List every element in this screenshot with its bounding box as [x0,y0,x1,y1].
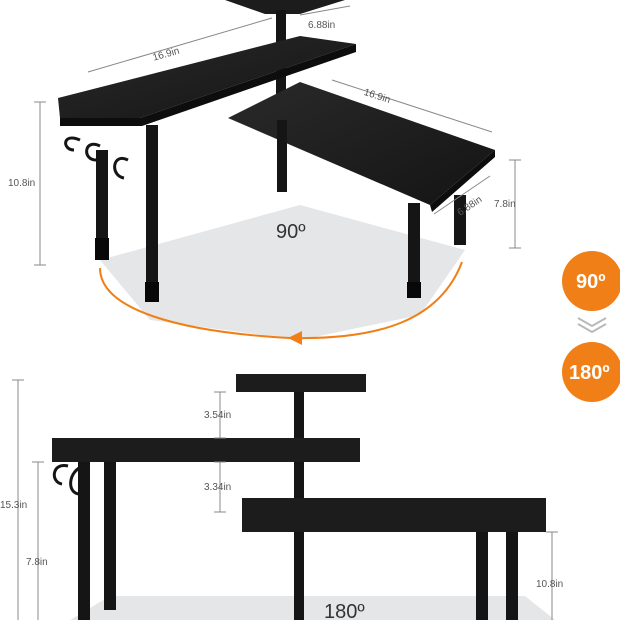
chevron-down-icon [577,317,607,334]
leg [78,462,90,620]
leg [408,203,420,293]
angle-label-90: 90º [276,221,306,243]
middle-shelf-180 [52,438,360,462]
dim-top-shelf-width: 6.88in [308,20,335,31]
floor-shadow-180 [70,596,555,620]
right-shelf-edge [430,150,495,212]
hooks-icon [64,136,129,180]
angle-label-180: 180º [324,601,365,620]
leg [146,125,158,290]
badge-180-label: 180º [569,362,610,384]
dim-right-shelf-length: 16.9in [362,87,391,106]
floor-shadow-90 [100,205,465,340]
dim-upper-gap: 3.54in [204,410,231,421]
left-shelf-90 [58,36,356,118]
dim-middle-gap: 3.34in [204,482,231,493]
leg [506,532,518,620]
badge-90-label: 90º [576,271,606,293]
badge-180 [562,342,620,402]
leg-foot [95,238,109,260]
dim-total-height-90: 10.8in [8,178,35,189]
leg [294,532,304,620]
top-corner-view: 6.88in 16.9in 16.9in 6.88in 10.8in 7.8in… [8,0,521,345]
dimension-lines-90 [34,5,521,266]
leg [454,195,466,245]
dim-right-height-180: 10.8in [536,579,563,590]
top-shelf-180 [236,374,366,392]
arrow-head-icon [288,331,302,345]
leg [277,120,287,192]
badge-90 [562,251,620,311]
leg-foot [145,282,159,302]
hooks-icon [52,464,85,496]
center-post-180 [294,392,304,562]
leg [96,150,108,260]
dimension-lines-180 [12,379,558,620]
leg-foot [407,282,421,298]
dim-left-shelf-length: 16.9in [152,46,181,64]
top-shelf-90 [225,0,345,14]
front-view: 3.54in 3.34in 15.3in 7.8in 10.8in 180º [0,374,563,620]
leg [104,462,116,610]
rotation-badges: 90º 180º [562,251,620,402]
right-shelf-90 [228,82,495,205]
dim-leg-height-90: 7.8in [494,199,516,210]
dim-leg-height-180: 7.8in [26,557,48,568]
dim-total-height-180: 15.3in [0,500,27,511]
bottom-shelf-180 [242,498,546,532]
leg [476,532,488,620]
